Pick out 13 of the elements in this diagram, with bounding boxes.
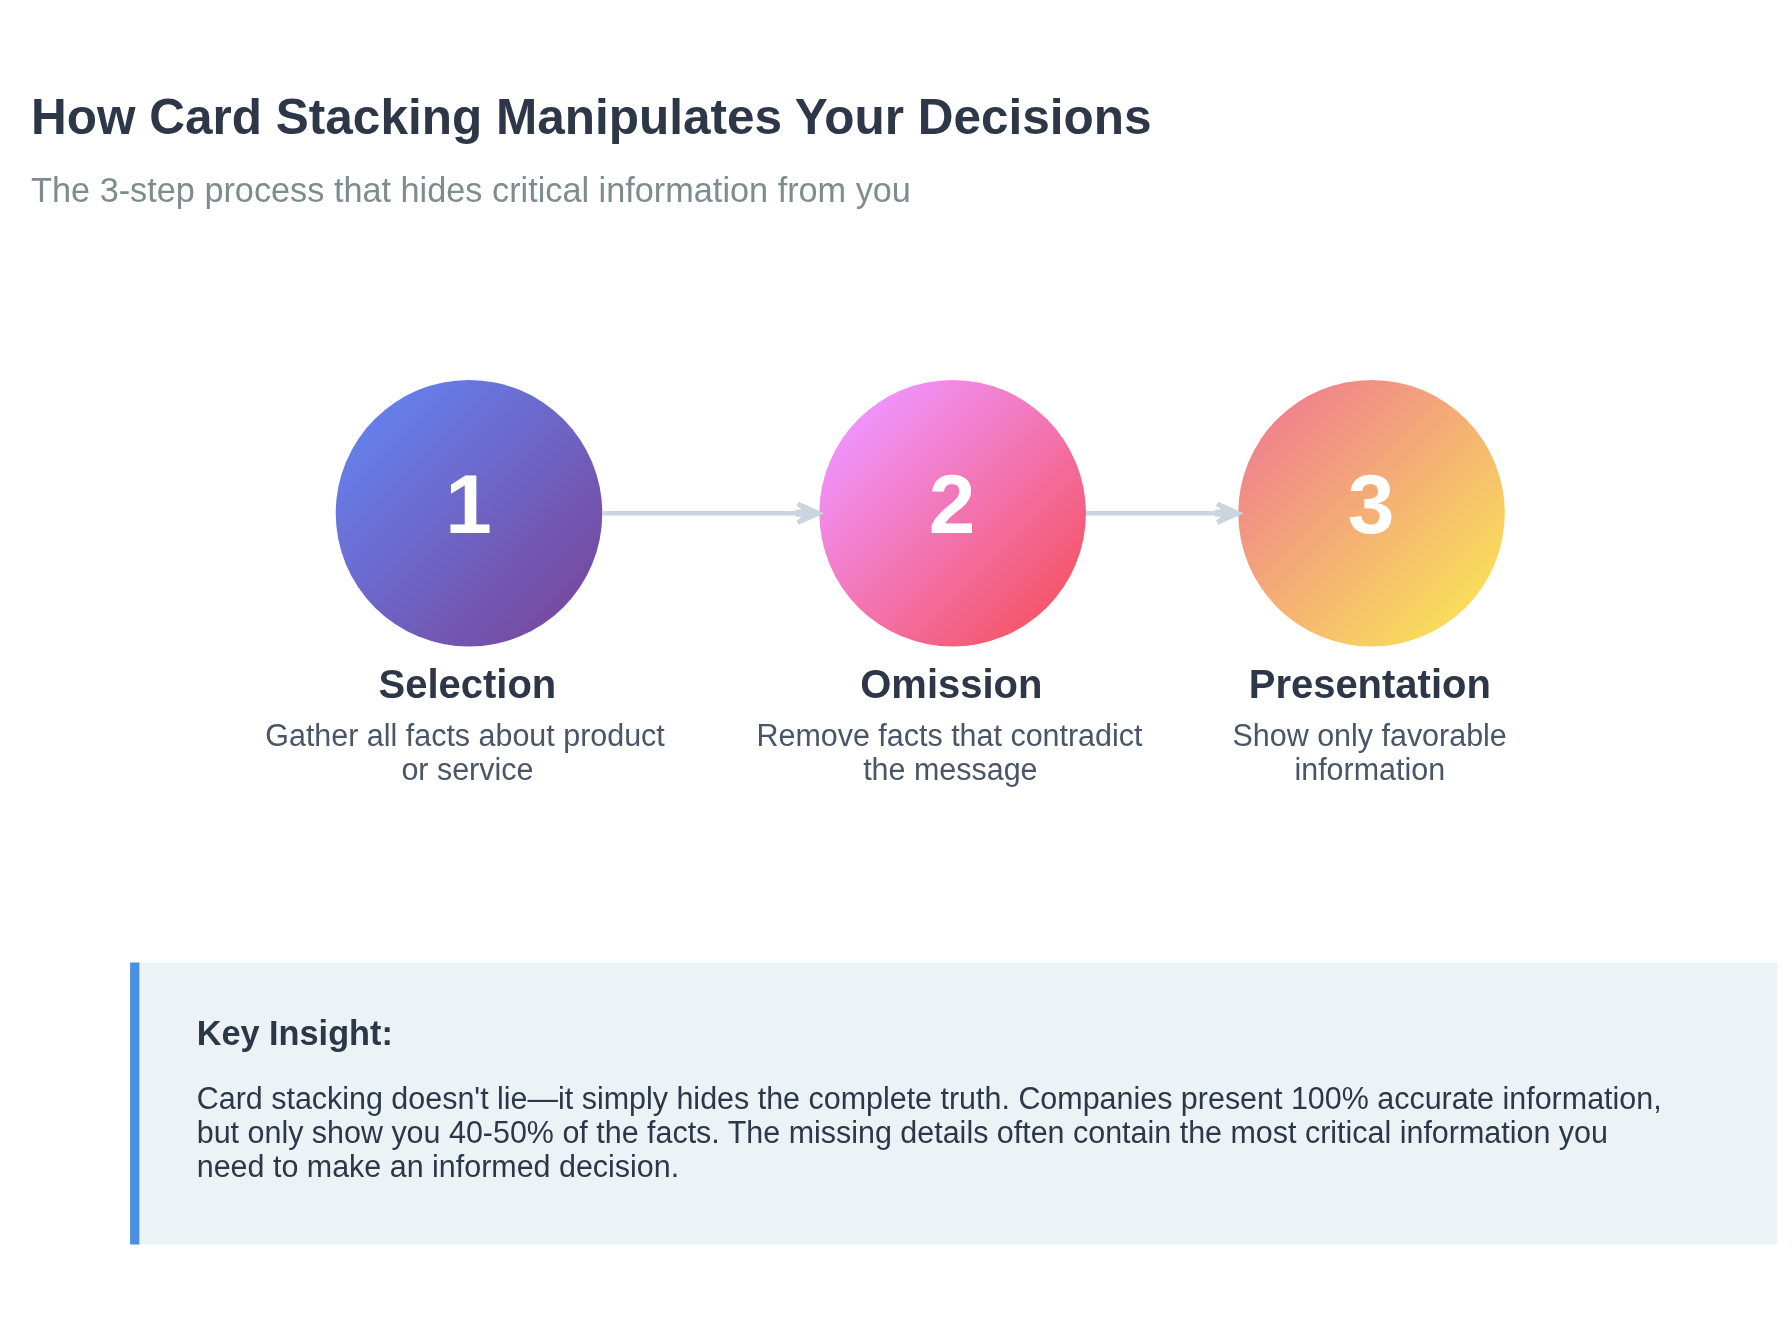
node-label: Presentation — [1248, 661, 1491, 706]
node-label: Remove facts that contradict the message — [756, 717, 1143, 786]
node-circle: 1 — [335, 379, 603, 646]
label: The 3-step process that hides critical information from you — [31, 170, 911, 209]
arrow — [1086, 501, 1241, 525]
arrow — [603, 501, 822, 525]
node-circle: 3 — [1238, 379, 1505, 646]
diagram-title: How Card Stacking Manipulates Your Decisions — [31, 88, 1152, 144]
node-circle: 2 — [819, 379, 1086, 646]
node-label: Show only favorable information — [1232, 717, 1507, 786]
node-label: Selection — [378, 661, 557, 706]
node-label: Gather all facts about product or service — [265, 717, 665, 786]
node-label: Omission — [860, 661, 1043, 706]
